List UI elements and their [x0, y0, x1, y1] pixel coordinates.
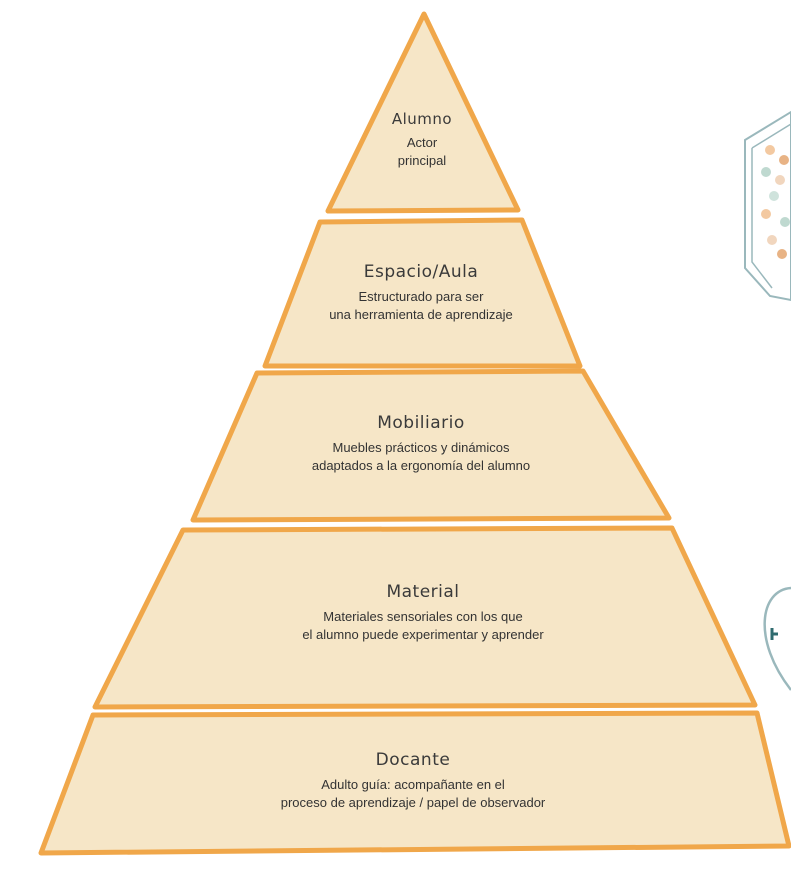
description-line: Actor [406, 135, 438, 150]
description-line: Muebles prácticos y dinámicos [332, 440, 510, 455]
level-title: Docante [375, 750, 451, 770]
description-line: Adulto guía: acompañante en el [321, 777, 505, 792]
description-line: el alumno puede experimentar y aprender [302, 627, 544, 642]
level-description: Muebles prácticos y dinámicos adaptados … [241, 439, 601, 475]
level-shape-alumno [325, 11, 521, 214]
level-description: Materiales sensoriales con los que el al… [213, 608, 633, 644]
level-shape-mobiliario [190, 368, 672, 523]
level-mobiliario: Mobiliario Muebles prácticos y dinámicos… [241, 413, 601, 475]
level-shape-espacio [262, 217, 583, 369]
description-line: Materiales sensoriales con los que [323, 609, 523, 624]
description-line: principal [397, 153, 447, 168]
side-box-graphic [744, 110, 791, 302]
level-description: Adulto guía: acompañante en el proceso d… [203, 776, 623, 812]
level-title: Material [386, 582, 460, 602]
level-espacio-aula: Espacio/Aula Estructurado para ser una h… [271, 262, 571, 324]
description-line: adaptados a la ergonomía del alumno [311, 458, 531, 473]
description-line: una herramienta de aprendizaje [329, 307, 513, 322]
level-shape-docante [38, 710, 791, 856]
level-title: Mobiliario [377, 413, 465, 433]
side-circle-graphic [763, 586, 791, 691]
level-material: Material Materiales sensoriales con los … [213, 582, 633, 644]
level-alumno: Alumno Actor principal [362, 110, 482, 170]
level-title: Alumno [391, 110, 453, 128]
description-line: proceso de aprendizaje / papel de observ… [280, 795, 546, 810]
level-docante: Docante Adulto guía: acompañante en el p… [203, 750, 623, 812]
level-title: Espacio/Aula [363, 262, 479, 282]
level-description: Estructurado para ser una herramienta de… [271, 288, 571, 324]
level-description: Actor principal [362, 134, 482, 170]
description-line: Estructurado para ser [358, 289, 484, 304]
level-shape-material [92, 525, 758, 710]
